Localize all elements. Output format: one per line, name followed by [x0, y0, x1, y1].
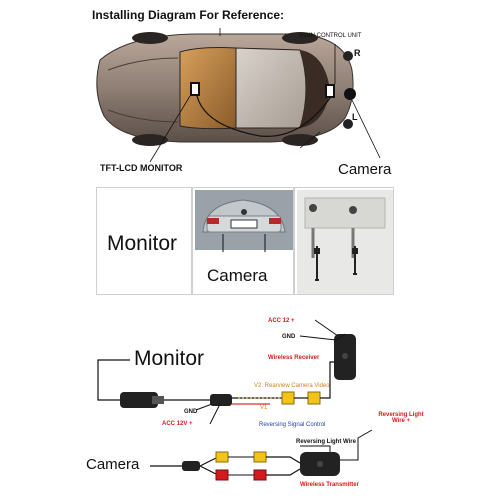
acc12v-mid-label: ACC 12V + — [162, 421, 193, 427]
r-label: R — [354, 48, 361, 58]
acc12-top-label: ACC 12 + — [268, 318, 295, 324]
reversing-signal-label: Reversing Signal Control — [259, 422, 326, 428]
install-panel — [294, 187, 394, 295]
v2-label: V2: Rearview Camera Video — [254, 383, 330, 389]
camera-panel: Camera — [192, 187, 294, 295]
reversing-light-wire-plus-label: Reversing Light Wire + — [378, 412, 424, 424]
monitor-panel-label: Monitor — [107, 232, 178, 255]
wiring-monitor-label: Monitor — [134, 347, 205, 370]
wireless-receiver-label: Wireless Receiver — [268, 355, 320, 361]
main-control-unit-label: MAIN CONTROL UNIT — [300, 33, 362, 39]
l-label: L — [352, 112, 358, 122]
camera-mount-photo — [297, 190, 393, 294]
wiring-camera-label: Camera — [86, 456, 140, 473]
reversing-light-wire-label: Reversing Light Wire — [296, 439, 356, 445]
v1-label: V1 — [260, 405, 268, 411]
wireless-transmitter-label: Wireless Transmitter — [300, 482, 359, 488]
camera-label-top: Camera — [338, 161, 392, 178]
camera-panel-label: Camera — [207, 266, 268, 285]
monitor-panel: Monitor — [96, 187, 192, 295]
gnd-mid-label: GND — [184, 409, 198, 415]
gnd-top-label: GND — [282, 334, 296, 340]
diagram-title: Installing Diagram For Reference: — [92, 8, 285, 22]
car-rear-photo — [195, 190, 293, 252]
tft-monitor-label: TFT-LCD MONITOR — [100, 163, 183, 173]
